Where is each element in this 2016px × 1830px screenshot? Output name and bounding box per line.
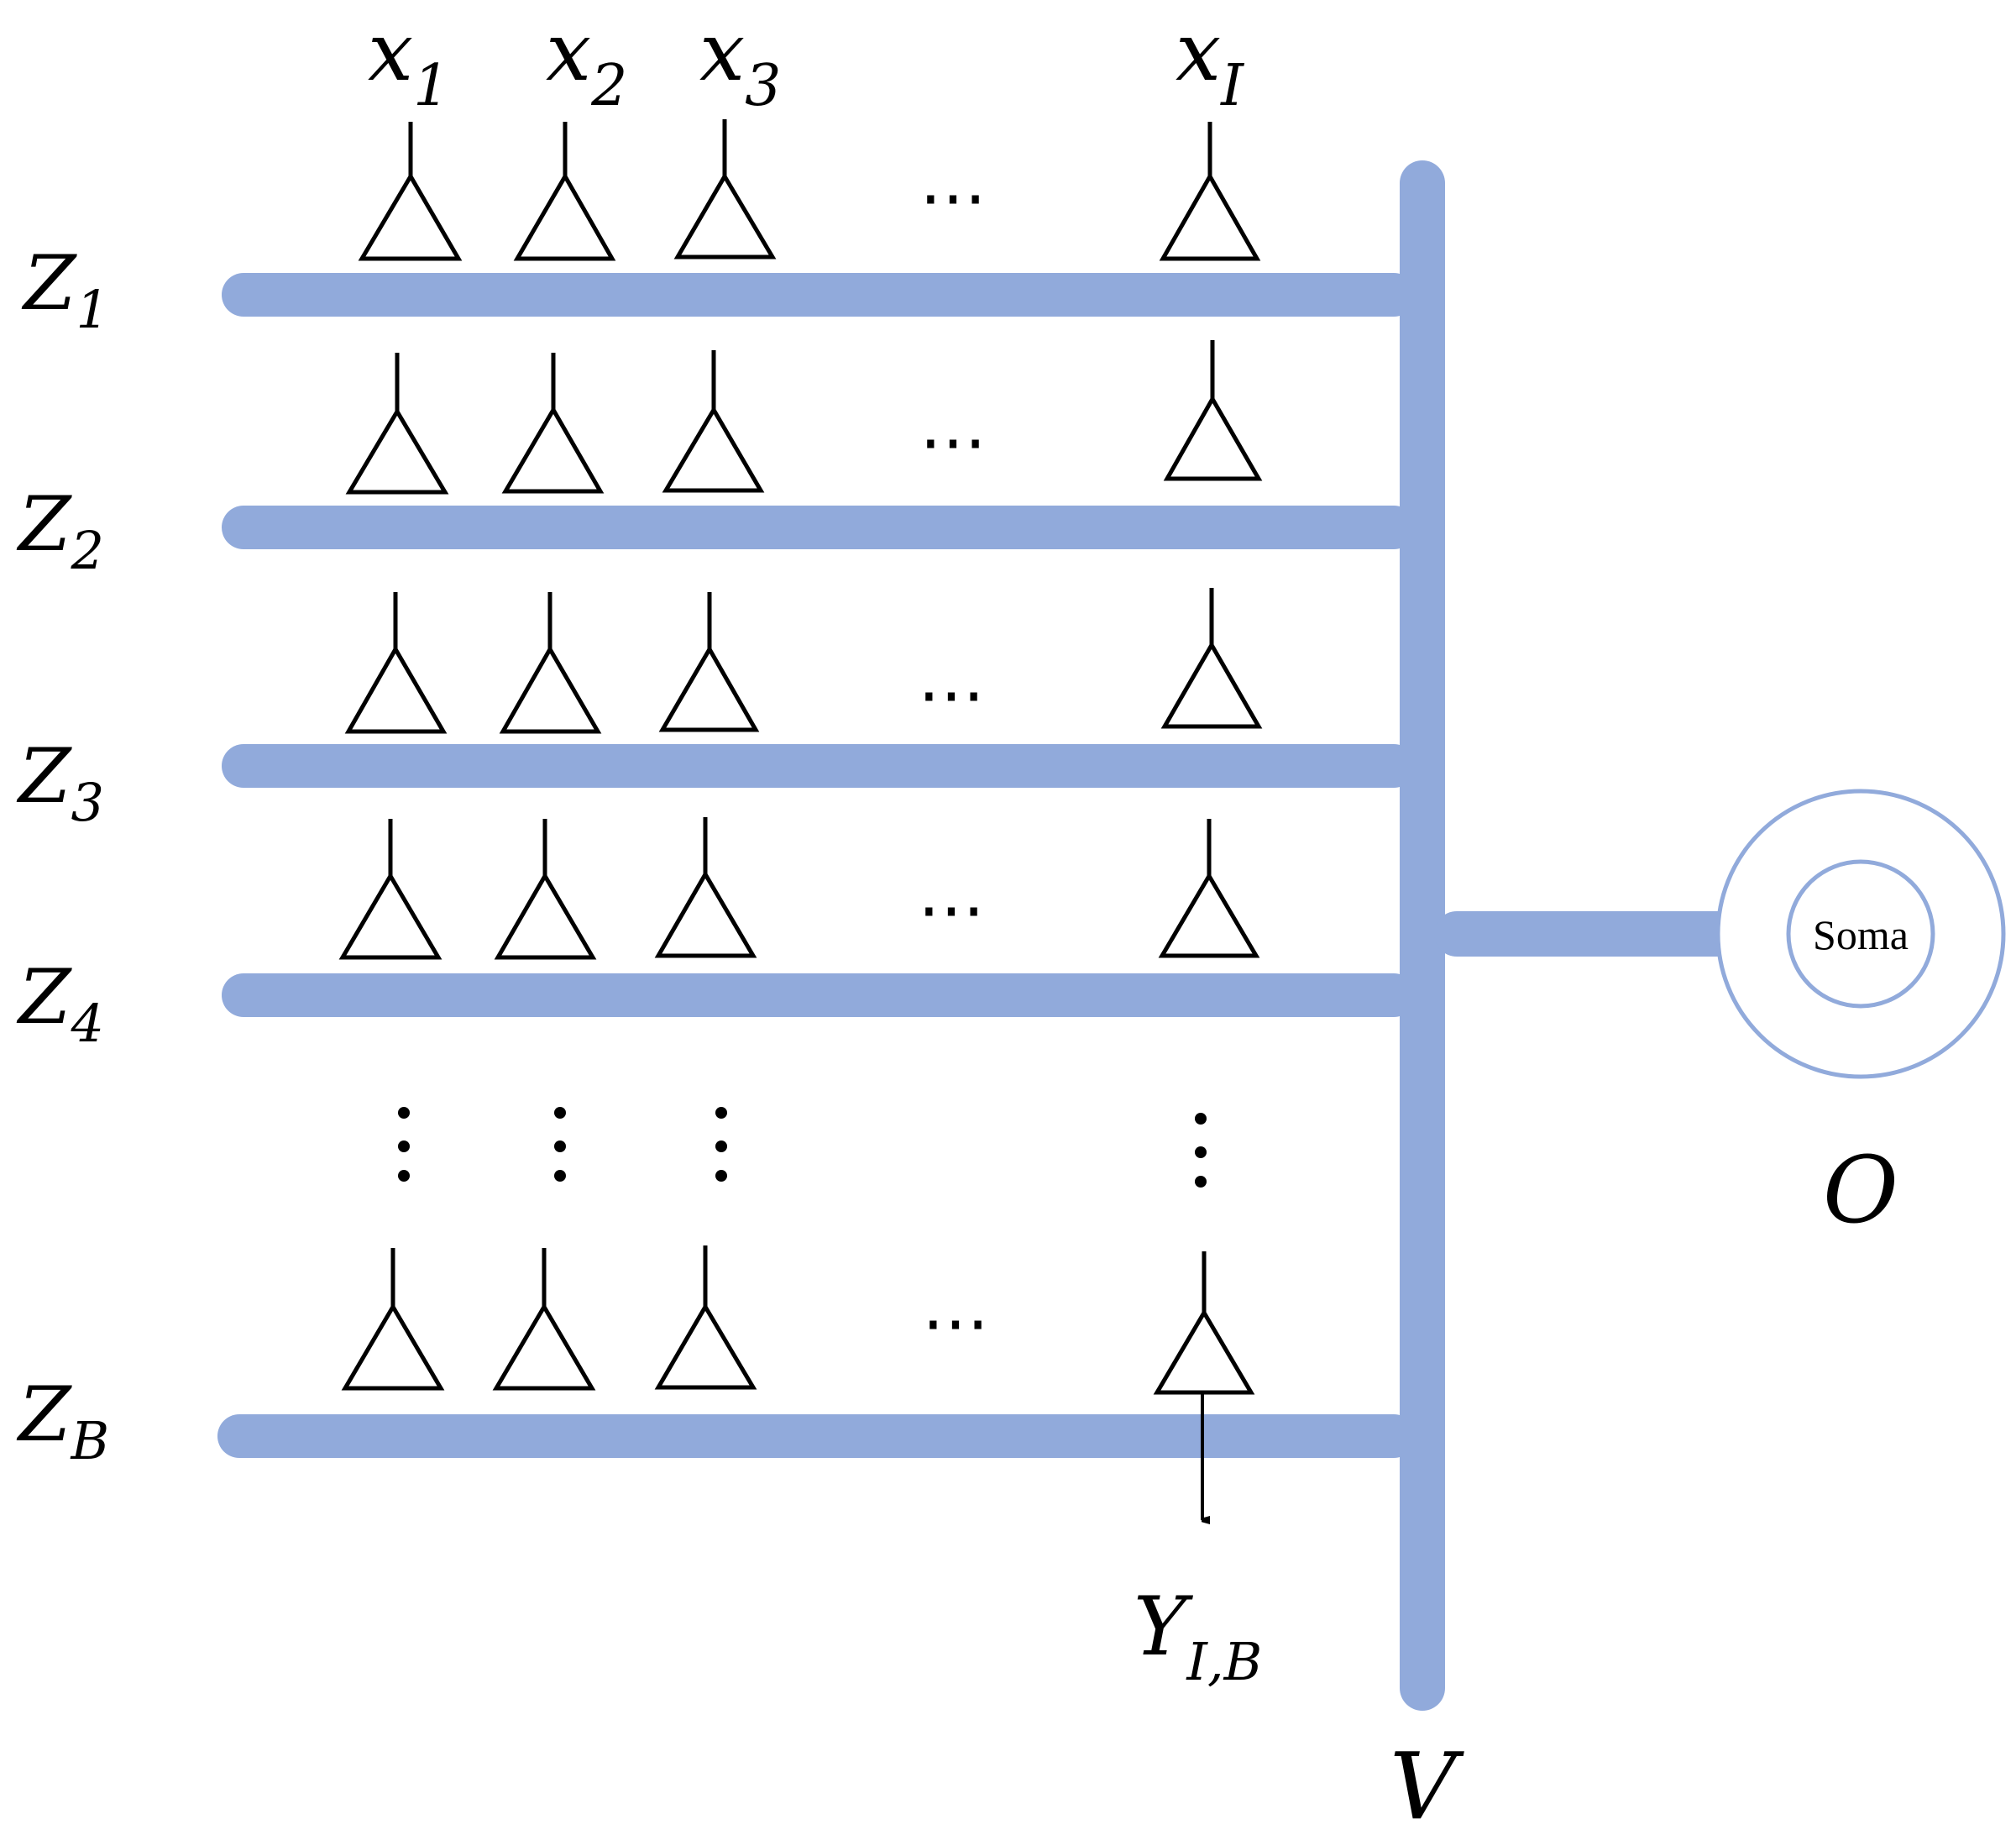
ellipsis-row-3: ⋯ <box>918 655 985 733</box>
input-label-x3: x3 <box>699 5 781 119</box>
membrane-label: V <box>1390 1733 1464 1830</box>
horizontal-ellipses: ⋯ ⋯ ⋯ ⋯ ⋯ <box>918 158 989 1361</box>
synapse <box>662 350 765 493</box>
soma-text: Soma <box>1813 911 1909 958</box>
synapse <box>344 592 448 734</box>
branch-label-z2: Z2 <box>16 480 104 581</box>
membrane-trunk <box>1400 160 1744 1711</box>
synapse <box>513 122 616 261</box>
synapse <box>501 353 605 494</box>
synapse <box>1158 819 1260 958</box>
synapse <box>654 1245 757 1390</box>
synapse-row-B <box>341 1245 1255 1395</box>
input-labels: x1 x2 x3 xI <box>368 5 1244 119</box>
output-label: YI,B <box>1134 1580 1262 1692</box>
ellipsis-row-2: ⋯ <box>919 402 987 480</box>
synapse <box>341 1248 445 1391</box>
ellipsis-row-B: ⋯ <box>922 1283 989 1361</box>
synapse <box>499 592 602 734</box>
ellipsis-row-1: ⋯ <box>919 158 987 236</box>
synapse <box>1160 588 1263 729</box>
input-label-xI: xI <box>1176 5 1244 119</box>
synapse <box>658 592 760 732</box>
vertical-ellipsis <box>554 1107 566 1182</box>
input-label-x2: x2 <box>546 5 627 119</box>
soma-label: O <box>1823 1136 1898 1244</box>
vertical-ellipsis <box>398 1107 410 1182</box>
input-label-x1: x1 <box>368 5 449 119</box>
branch-labels: Z1 Z2 Z3 Z4 ZB <box>16 239 109 1471</box>
vertical-ellipses <box>398 1107 1207 1188</box>
synapse-row-4 <box>338 817 1260 960</box>
synapse-row-3 <box>344 588 1263 734</box>
vertical-ellipsis <box>715 1107 727 1182</box>
branch-label-z3: Z3 <box>16 732 104 833</box>
branch-label-zB: ZB <box>16 1371 109 1471</box>
vertical-ellipsis <box>1195 1113 1207 1188</box>
synapse <box>654 817 757 958</box>
synapse <box>345 353 449 495</box>
synapse-row-2 <box>345 340 1263 495</box>
branch-label-z1: Z1 <box>21 239 109 340</box>
ellipsis-row-4: ⋯ <box>918 870 985 948</box>
synapse <box>1163 340 1263 481</box>
branch-label-z4: Z4 <box>16 953 104 1054</box>
synapse <box>338 819 442 960</box>
synapse <box>492 1248 596 1391</box>
synapse <box>358 122 463 261</box>
dendrite-branches <box>217 273 1416 1458</box>
soma: Soma O <box>1715 789 2006 1244</box>
synapse <box>1159 122 1261 261</box>
synapse <box>494 819 597 960</box>
synapse <box>673 119 777 260</box>
synapse-layer <box>338 119 1263 1395</box>
synapse <box>1153 1251 1255 1395</box>
soma-inner-ring <box>1786 859 1935 1009</box>
synapse-row-1 <box>358 119 1261 261</box>
